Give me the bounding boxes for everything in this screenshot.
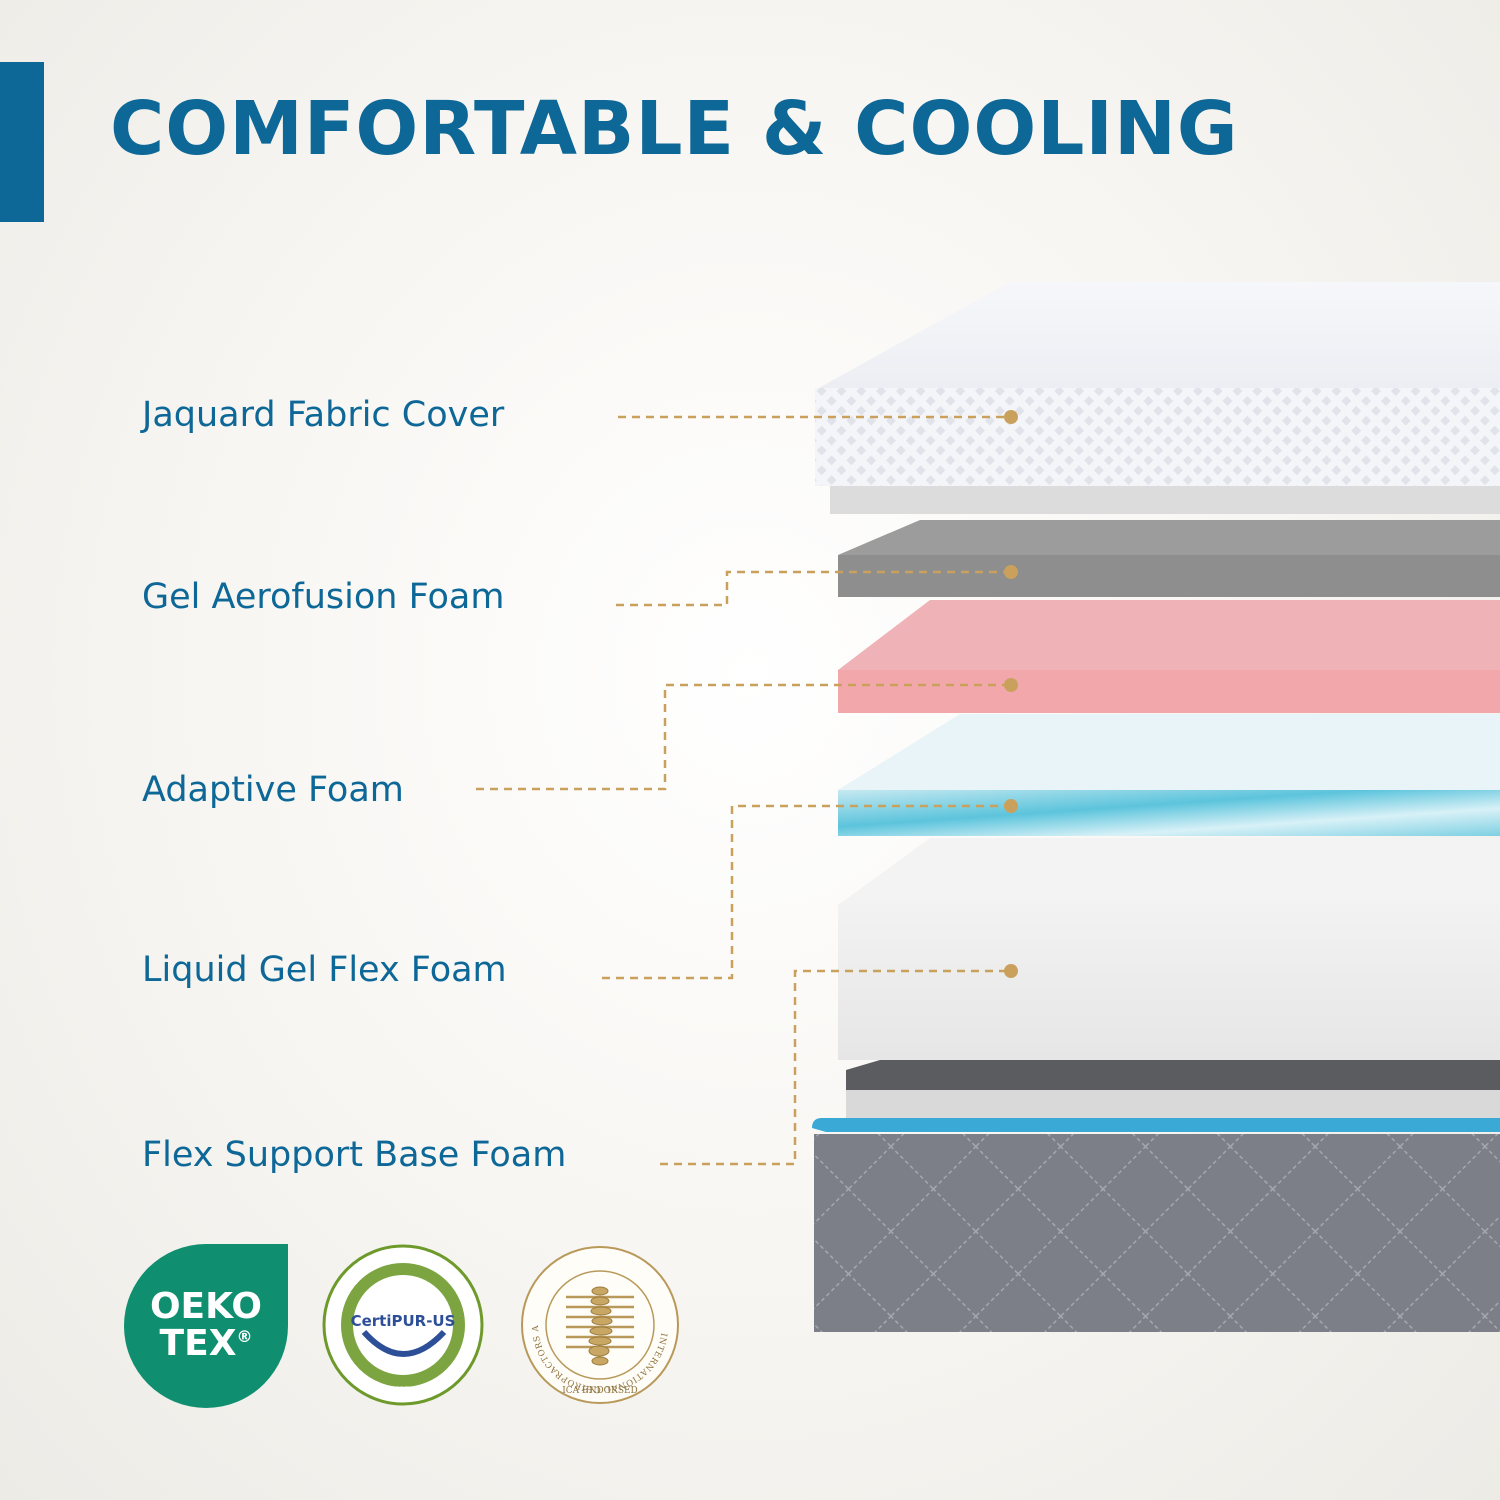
leader-dot-liquid-gel xyxy=(1004,799,1018,813)
layer-label-adaptive: Adaptive Foam xyxy=(142,770,404,810)
gel-aerofusion-layer xyxy=(838,520,1500,597)
oeko-line2: TEX® xyxy=(159,1323,253,1364)
fabric-cover-layer xyxy=(815,282,1500,514)
certipur-us-badge: CertiPUR-US CONTAINS CERTIFIED FLEXIBLE … xyxy=(322,1244,484,1406)
layer-label-fabric-cover: Jaquard Fabric Cover xyxy=(142,395,505,435)
oeko-registered-mark: ® xyxy=(236,1327,253,1346)
leader-dot-gel-aerofusion xyxy=(1004,565,1018,579)
leader-dot-support-base xyxy=(1004,964,1018,978)
adaptive-foam-layer xyxy=(838,600,1500,713)
leader-dot-fabric-cover xyxy=(1004,410,1018,424)
leader-line-support-base xyxy=(660,969,1010,1166)
oeko-tex-badge: OEKO TEX® xyxy=(124,1244,288,1408)
support-base-layer xyxy=(838,838,1500,1130)
certipur-url-text: WWW.CERTIPUR.US xyxy=(367,1385,439,1393)
ica-endorsed-badge: INTERNATIONAL CHIROPRACTORS ASSOCIATION … xyxy=(520,1245,679,1404)
mattress-base-cover xyxy=(812,1118,1500,1332)
ica-endorsed-text: ICA ENDORSED xyxy=(562,1386,638,1396)
layer-label-liquid-gel: Liquid Gel Flex Foam xyxy=(142,950,507,990)
leader-line-gel-aerofusion xyxy=(616,570,1010,607)
certipur-main-text: CertiPUR-US xyxy=(351,1312,456,1330)
oeko-tex-text: TEX xyxy=(159,1323,237,1364)
leader-line-liquid-gel xyxy=(602,804,1010,980)
leader-line-adaptive xyxy=(476,683,1010,791)
oeko-line1: OEKO xyxy=(149,1286,263,1328)
leader-lines xyxy=(476,415,1010,1166)
page-title: COMFORTABLE & COOLING xyxy=(110,86,1239,172)
liquid-gel-layer xyxy=(838,714,1500,836)
layer-label-gel-aerofusion: Gel Aerofusion Foam xyxy=(142,577,505,617)
leader-dots xyxy=(1004,410,1018,978)
leader-dot-adaptive xyxy=(1004,678,1018,692)
title-accent-bar xyxy=(0,62,44,222)
layer-label-support-base: Flex Support Base Foam xyxy=(142,1135,567,1175)
